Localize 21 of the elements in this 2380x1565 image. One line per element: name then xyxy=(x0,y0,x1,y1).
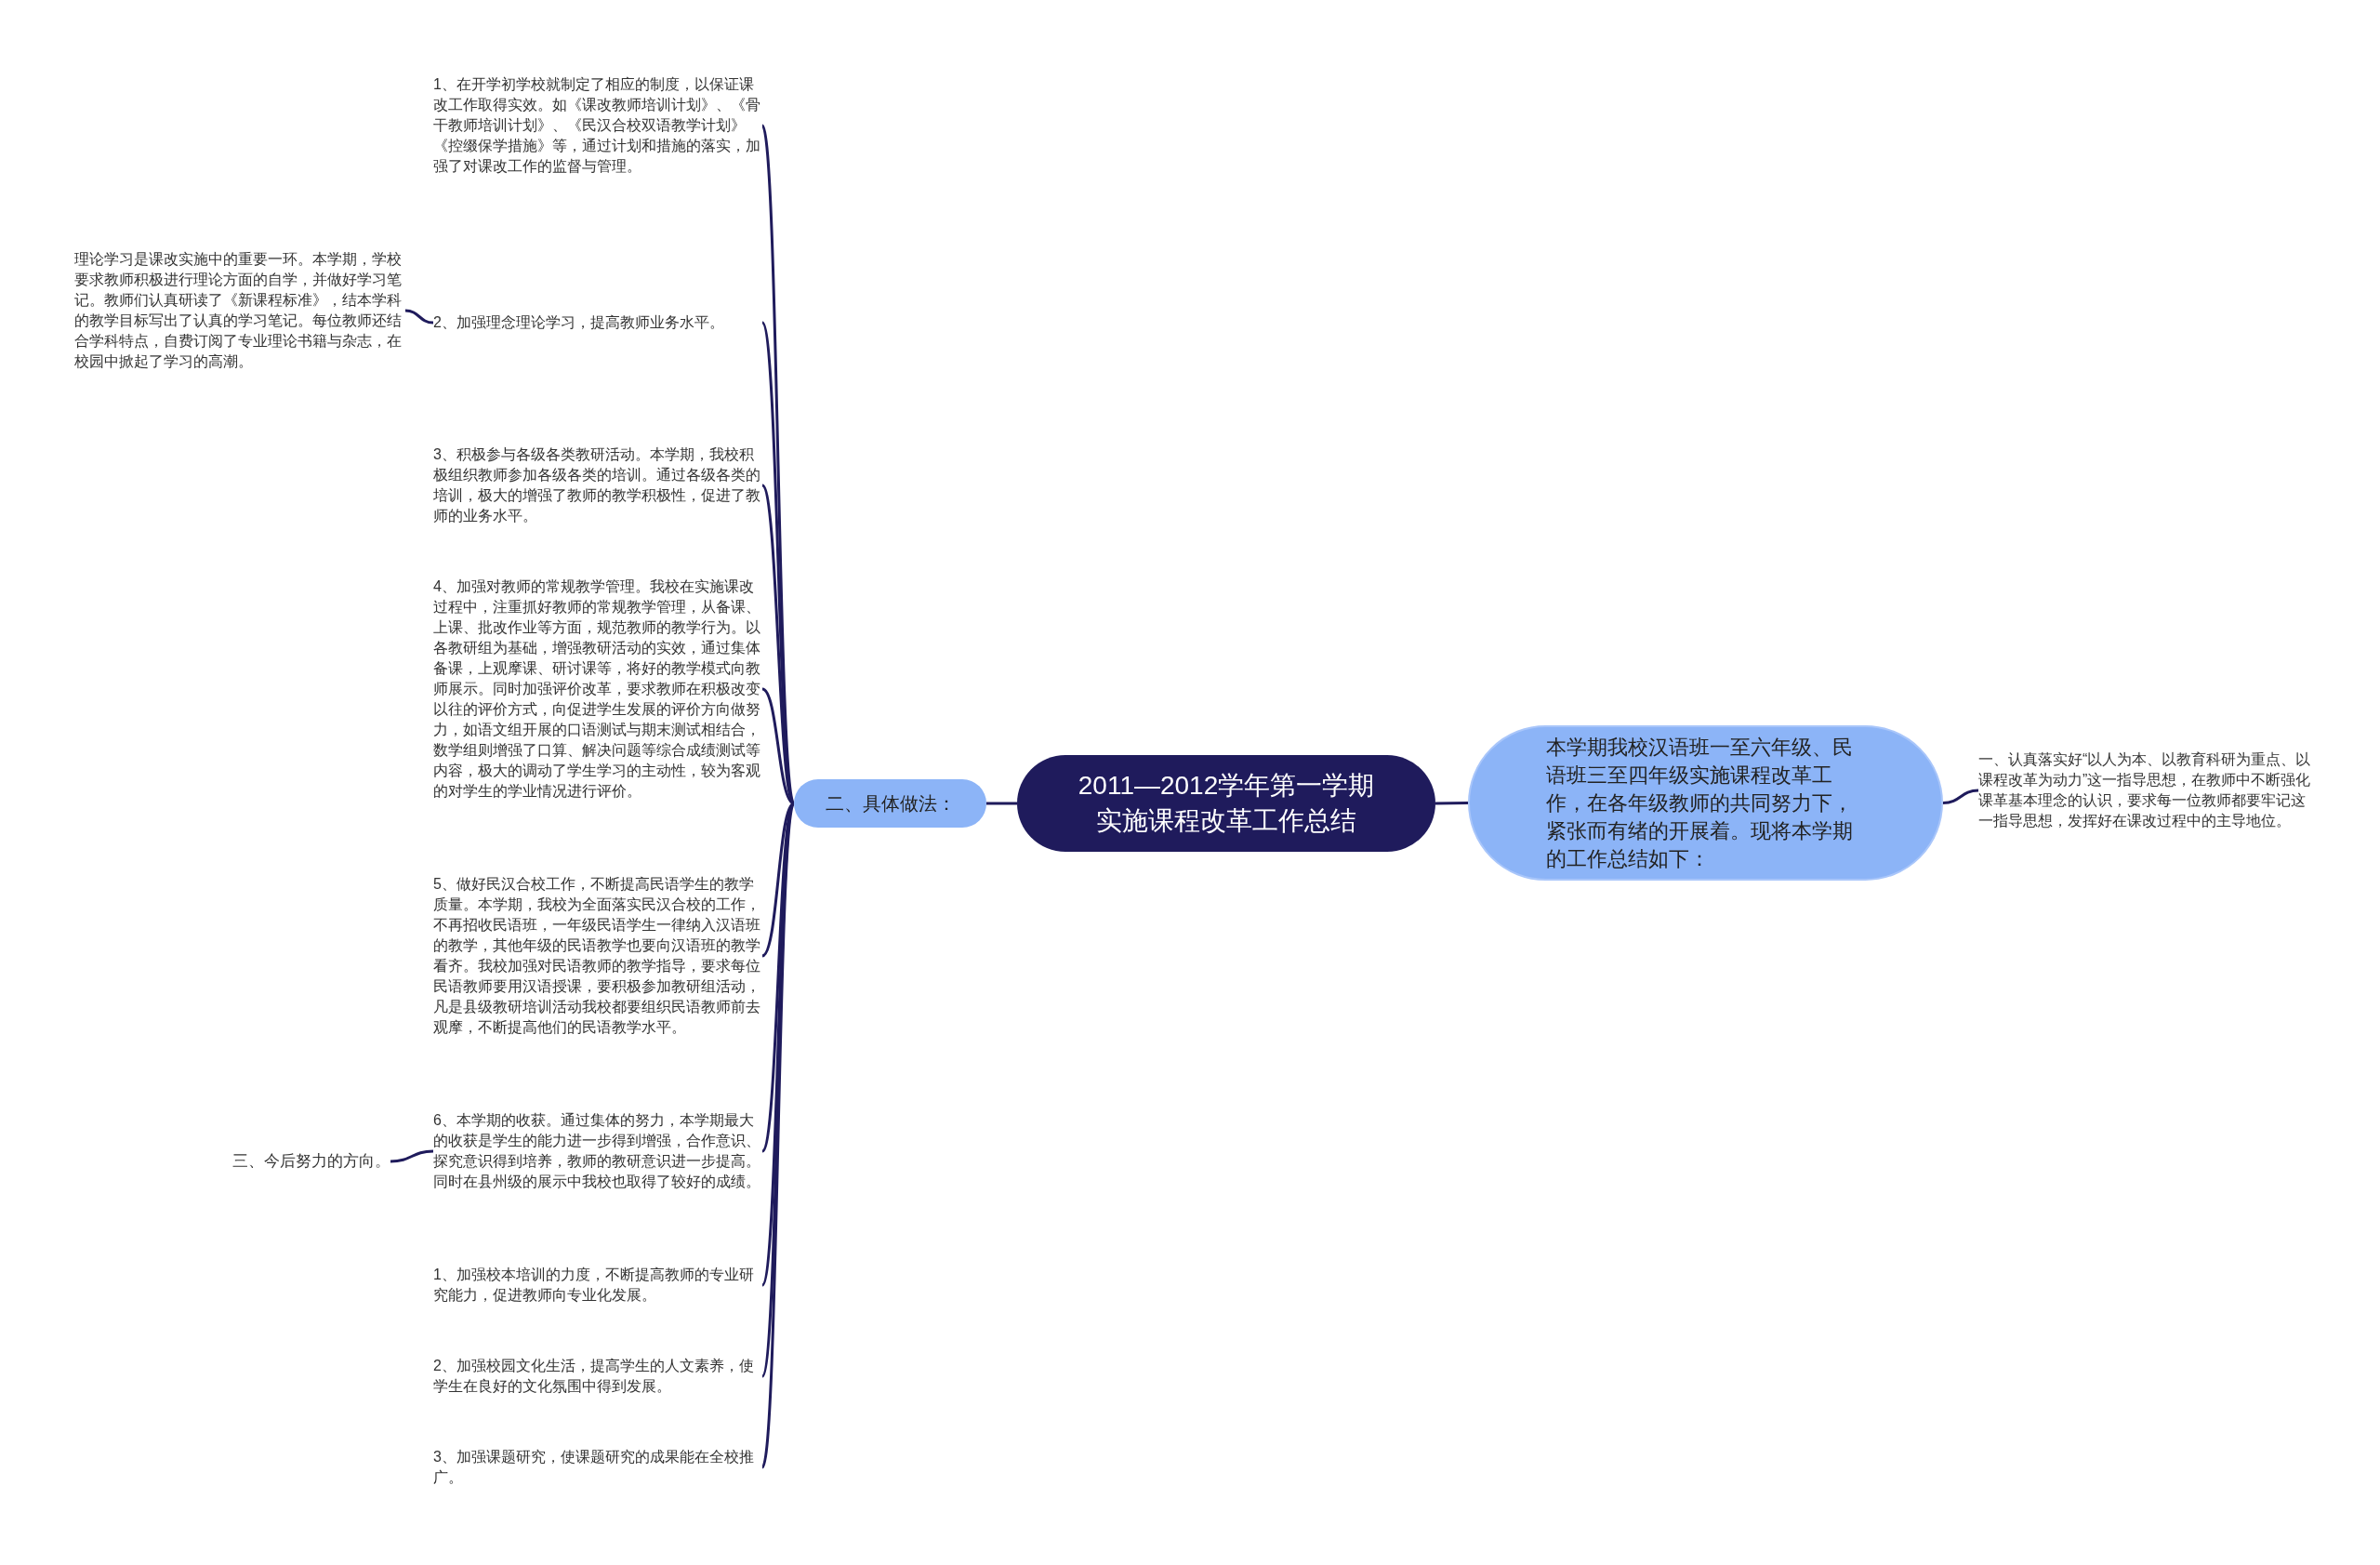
topic-text: 1、加强校本培训的力度，不断提高教师的专业研究能力，促进教师向专业化发展。 xyxy=(433,1265,762,1306)
branch-pill: 二、具体做法： xyxy=(794,779,986,828)
connector-line xyxy=(761,687,795,805)
topic-text: 理论学习是课改实施中的重要一环。本学期，学校要求教师积极进行理论方面的自学，并做好学习笔记。教师们认真研读了《新课程标准》，结本学科的教学目标写出了认真的学习笔记。每位教师还结合学科特点，自费订阅了专业理论书籍与杂志，在校园中掀起了学习的高潮。 xyxy=(74,249,405,372)
central-topic-pill: 2011—2012学年第一学期实施课程改革工作总结 xyxy=(1017,755,1435,852)
topic-text: 2、加强理念理论学习，提高教师业务水平。 xyxy=(433,312,762,333)
connector-line xyxy=(404,309,434,325)
topic-text: 4、加强对教师的常规教学管理。我校在实施课改过程中，注重抓好教师的常规教学管理，从备课、上课、批改作业等方面，规范教师的教学行为。以各教研组为基础，增强教研活动的实效，通过集体备课，上观摩课、研讨课等，将好的教学模式向教师展示。同时加强评价改革，要求教师在积极改变以往的评价方式，向促进学生发展的评价方向做努力，如语文组开展的口语测试与期末测试相结合，数学组则增强了口算、解决问题等综合成绩测试等内容，极大的调动了学生学习的主动性，较为客观的对学生的学业情况进行评价。 xyxy=(433,577,762,802)
topic-text: 6、本学期的收获。通过集体的努力，本学期最大的收获是学生的能力进一步得到增强，合作意识、探究意识得到培养，教师的教研意识进一步提高。同时在县州级的展示中我校也取得了较好的成绩。 xyxy=(433,1110,762,1192)
topic-text: 一、认真落实好“以人为本、以教育科研为重点、以课程改革为动力”这一指导思想，在教师中不断强化课革基本理念的认识，要求每一位教师都要牢记这一指导思想，发挥好在课改过程中的主导地位。 xyxy=(1978,749,2313,831)
topic-text: 3、积极参与各级各类教研活动。本学期，我校积极组织教师参加各级各类的培训。通过各级各类的培训，极大的增强了教师的教学积极性，促进了教师的业务水平。 xyxy=(433,444,762,526)
topic-text: 5、做好民汉合校工作，不断提高民语学生的教学质量。本学期，我校为全面落实民汉合校的工作，不再招收民语班，一年级民语学生一律纳入汉语班的教学，其他年级的民语教学也要向汉语班的教学看齐。我校加强对民语教师的教学指导，要求每位民语教师要用汉语授课，要积极参加教研组活动，凡是县级教研培训活动我校都要组织民语教师前去观摩，不断提高他们的民语教学水平。 xyxy=(433,874,762,1038)
connector-line xyxy=(1435,802,1469,805)
connector-line xyxy=(1942,789,1979,804)
topic-text: 3、加强课题研究，使课题研究的成果能在全校推广。 xyxy=(433,1447,762,1488)
topic-text: 三、今后努力的方向。 xyxy=(223,1151,390,1172)
topic-text: 2、加强校园文化生活，提高学生的人文素养，使学生在良好的文化氛围中得到发展。 xyxy=(433,1356,762,1397)
connector-line xyxy=(390,1149,434,1163)
topic-text: 1、在开学初学校就制定了相应的制度，以保证课改工作取得实效。如《课改教师培训计划》、《骨干教师培训计划》、《民汉合校双语教学计划》《控缀保学措施》等，通过计划和措施的落实，加强了对课改工作的监督与管理。 xyxy=(433,74,762,177)
summary-pill: 本学期我校汉语班一至六年级、民语班三至四年级实施课程改革工作，在各年级教师的共同努力下，紧张而有绪的开展着。现将本学期的工作总结如下： xyxy=(1468,725,1943,881)
connector-line xyxy=(986,802,1017,805)
